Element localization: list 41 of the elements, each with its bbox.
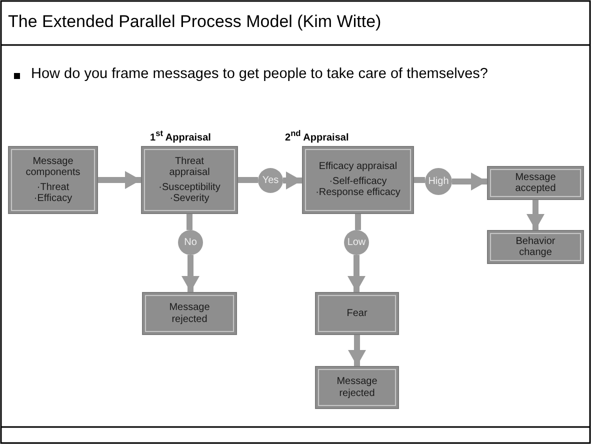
box-heading: Message accepted <box>514 172 557 194</box>
box-heading: Message rejected <box>168 302 211 325</box>
decision-circle <box>258 168 283 193</box>
process-box <box>302 146 414 214</box>
process-box <box>315 366 399 409</box>
process-box <box>141 146 238 214</box>
arrow <box>283 172 302 190</box>
box-heading: Message rejected <box>336 376 378 399</box>
decision-circle <box>178 230 203 255</box>
process-box <box>487 166 584 200</box>
arrow <box>348 255 366 292</box>
list-item: ·Susceptibility <box>158 182 220 193</box>
list-item: ·Efficacy <box>34 193 72 204</box>
column-heading: 2$^{nd}$ Appraisal <box>285 128 349 144</box>
bullet-text: How do you frame messages to get people to take care of themselves? <box>31 66 489 84</box>
box-heading: Low <box>347 236 366 248</box>
arrow <box>182 255 200 292</box>
arrow <box>452 172 487 190</box>
arrow <box>98 171 141 189</box>
box-heading: Threat appraisal <box>168 156 211 178</box>
process-box <box>315 292 399 335</box>
slide-title: The Extended Parallel Process Model (Kim Witte) <box>8 12 382 32</box>
arrow <box>526 200 544 230</box>
box-heading: Message components <box>24 156 82 178</box>
column-heading: 1$^{st}$ Appraisal <box>150 128 211 144</box>
list-item: ·Response efficacy <box>316 187 400 199</box>
list-item: ·Severity <box>170 193 210 204</box>
process-box <box>8 146 98 214</box>
process-box <box>487 230 584 264</box>
list-item: ·Threat <box>36 182 70 193</box>
box-heading: Behavior change <box>514 236 556 258</box>
process-box <box>142 292 237 335</box>
decision-circle <box>344 230 369 255</box>
box-heading: High <box>428 176 449 188</box>
box-heading: Efficacy appraisal <box>318 161 398 173</box>
box-heading: No <box>184 236 197 248</box>
list-item: ·Self-efficacy <box>329 176 387 188</box>
arrow <box>348 335 366 366</box>
decision-circle <box>425 168 452 195</box>
box-heading: Fear <box>346 308 368 320</box>
box-heading: Yes <box>262 174 279 186</box>
